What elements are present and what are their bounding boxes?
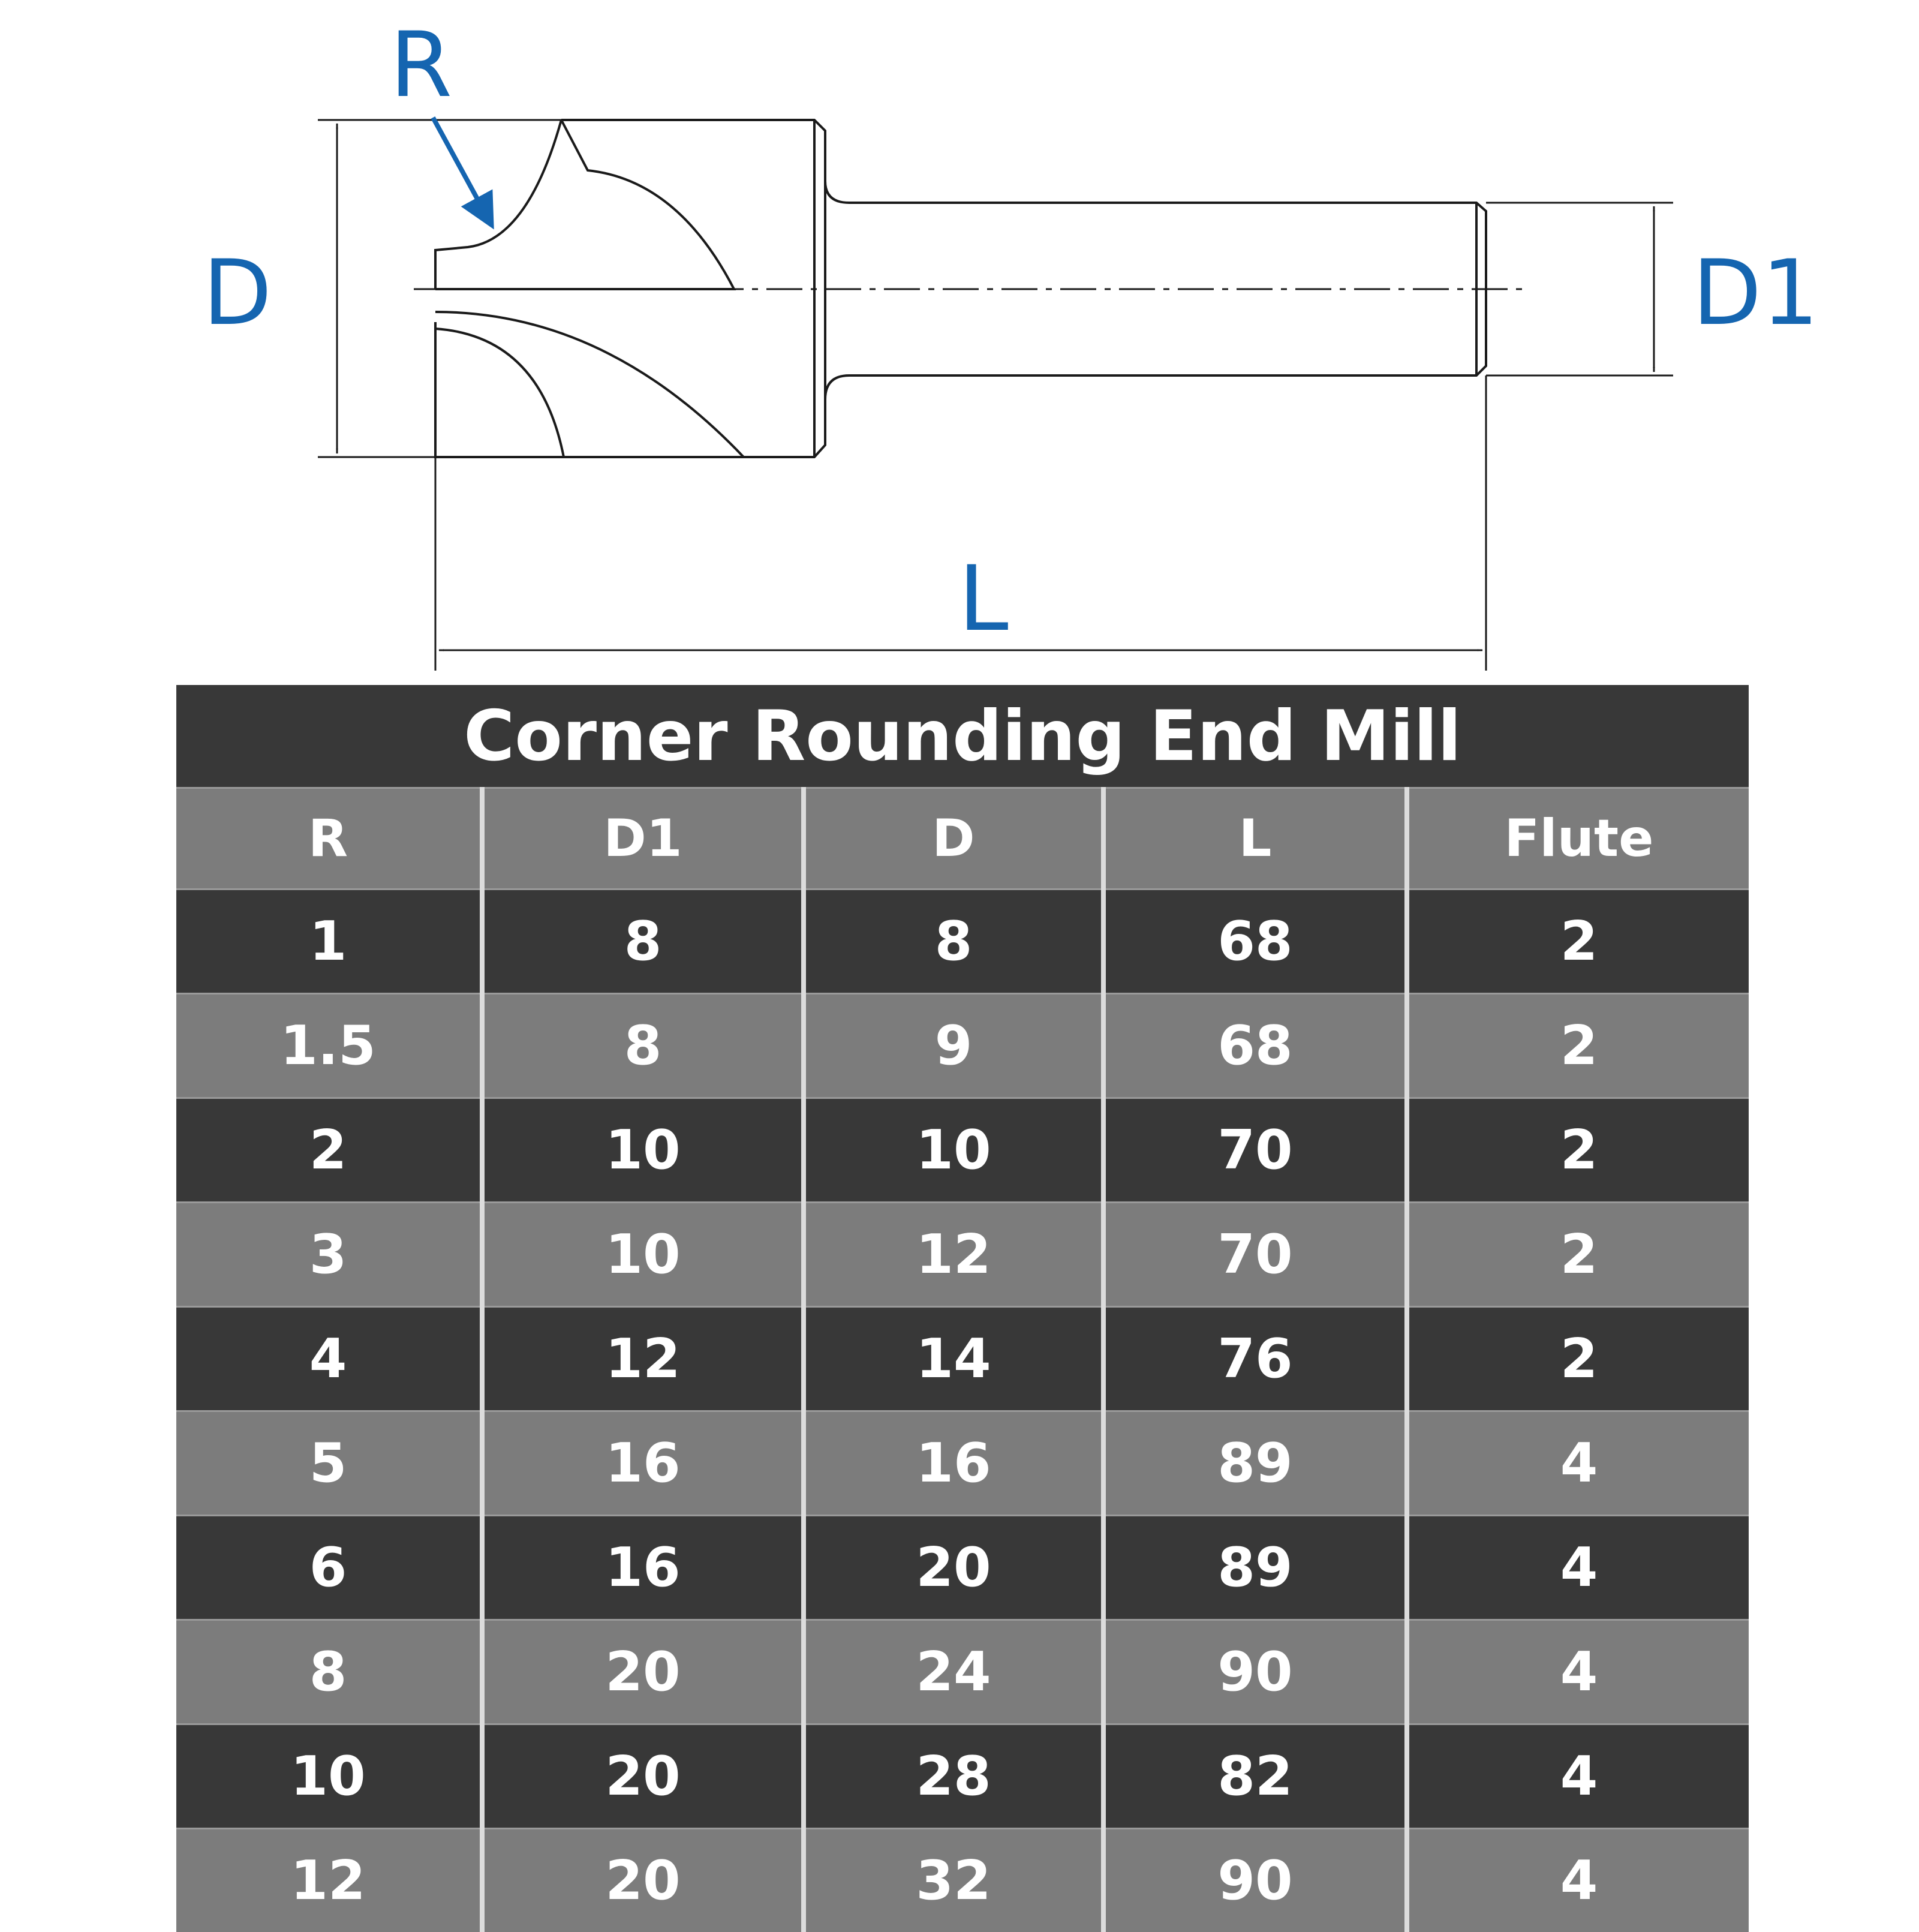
table-header-row: R D1 D L Flute	[176, 788, 1749, 890]
table-row: 1 8 8 68 2	[176, 890, 1749, 994]
cell-r: 5	[176, 1411, 482, 1516]
cell-l: 76	[1103, 1307, 1407, 1411]
cell-d1: 20	[482, 1724, 804, 1829]
cell-d: 20	[804, 1516, 1103, 1620]
cell-flute: 2	[1407, 1098, 1749, 1203]
table-row: 1.5 8 9 68 2	[176, 994, 1749, 1098]
table-row: 5 16 16 89 4	[176, 1411, 1749, 1516]
cell-r: 4	[176, 1307, 482, 1411]
cell-d1: 12	[482, 1307, 804, 1411]
cell-d: 10	[804, 1098, 1103, 1203]
column-header-d1: D1	[482, 788, 804, 890]
length-label: L	[958, 547, 1009, 651]
cell-l: 90	[1103, 1829, 1407, 1932]
cell-d1: 16	[482, 1516, 804, 1620]
radius-label: R	[390, 13, 452, 118]
radius-leader-arrow	[433, 118, 491, 223]
cell-d: 16	[804, 1411, 1103, 1516]
cell-d: 32	[804, 1829, 1103, 1932]
column-header-r: R	[176, 788, 482, 890]
flute-lower-inner	[435, 329, 564, 457]
flute-lower-outer	[435, 312, 744, 457]
cell-d1: 10	[482, 1203, 804, 1307]
cell-r: 10	[176, 1724, 482, 1829]
shank-body	[825, 181, 1486, 399]
end-mill-drawing: R D D1 L	[0, 0, 1919, 672]
cell-l: 90	[1103, 1620, 1407, 1724]
cell-flute: 2	[1407, 890, 1749, 994]
cell-flute: 4	[1407, 1829, 1749, 1932]
table-row: 4 12 14 76 2	[176, 1307, 1749, 1411]
cell-flute: 2	[1407, 994, 1749, 1098]
cell-l: 70	[1103, 1098, 1407, 1203]
cell-d: 14	[804, 1307, 1103, 1411]
cell-flute: 2	[1407, 1203, 1749, 1307]
cell-r: 1.5	[176, 994, 482, 1098]
cell-d1: 16	[482, 1411, 804, 1516]
cell-flute: 4	[1407, 1411, 1749, 1516]
cell-l: 82	[1103, 1724, 1407, 1829]
cell-r: 2	[176, 1098, 482, 1203]
table-row: 3 10 12 70 2	[176, 1203, 1749, 1307]
cell-d: 28	[804, 1724, 1103, 1829]
table-row: 10 20 28 82 4	[176, 1724, 1749, 1829]
cell-l: 68	[1103, 994, 1407, 1098]
cell-r: 6	[176, 1516, 482, 1620]
cell-d: 24	[804, 1620, 1103, 1724]
table-title-row: Corner Rounding End Mill	[176, 685, 1749, 788]
cell-r: 1	[176, 890, 482, 994]
table-row: 8 20 24 90 4	[176, 1620, 1749, 1724]
cell-l: 70	[1103, 1203, 1407, 1307]
table-row: 6 16 20 89 4	[176, 1516, 1749, 1620]
diameter-label: D	[203, 241, 272, 345]
cell-d: 12	[804, 1203, 1103, 1307]
cell-r: 3	[176, 1203, 482, 1307]
cell-l: 89	[1103, 1411, 1407, 1516]
cell-l: 89	[1103, 1516, 1407, 1620]
cell-l: 68	[1103, 890, 1407, 994]
spec-table: Corner Rounding End Mill R D1 D L Flute …	[176, 685, 1749, 1932]
cell-r: 12	[176, 1829, 482, 1932]
table-row: 2 10 10 70 2	[176, 1098, 1749, 1203]
cell-r: 8	[176, 1620, 482, 1724]
cell-d1: 20	[482, 1620, 804, 1724]
cell-flute: 4	[1407, 1516, 1749, 1620]
column-header-d: D	[804, 788, 1103, 890]
cell-d: 8	[804, 890, 1103, 994]
column-header-l: L	[1103, 788, 1407, 890]
cell-flute: 2	[1407, 1307, 1749, 1411]
cell-flute: 4	[1407, 1620, 1749, 1724]
cell-d1: 8	[482, 890, 804, 994]
cell-d1: 20	[482, 1829, 804, 1932]
shank-diameter-label: D1	[1692, 241, 1819, 345]
table-row: 12 20 32 90 4	[176, 1829, 1749, 1932]
cell-flute: 4	[1407, 1724, 1749, 1829]
cell-d: 9	[804, 994, 1103, 1098]
table-title: Corner Rounding End Mill	[176, 685, 1749, 788]
column-header-flute: Flute	[1407, 788, 1749, 890]
cell-d1: 10	[482, 1098, 804, 1203]
cell-d1: 8	[482, 994, 804, 1098]
